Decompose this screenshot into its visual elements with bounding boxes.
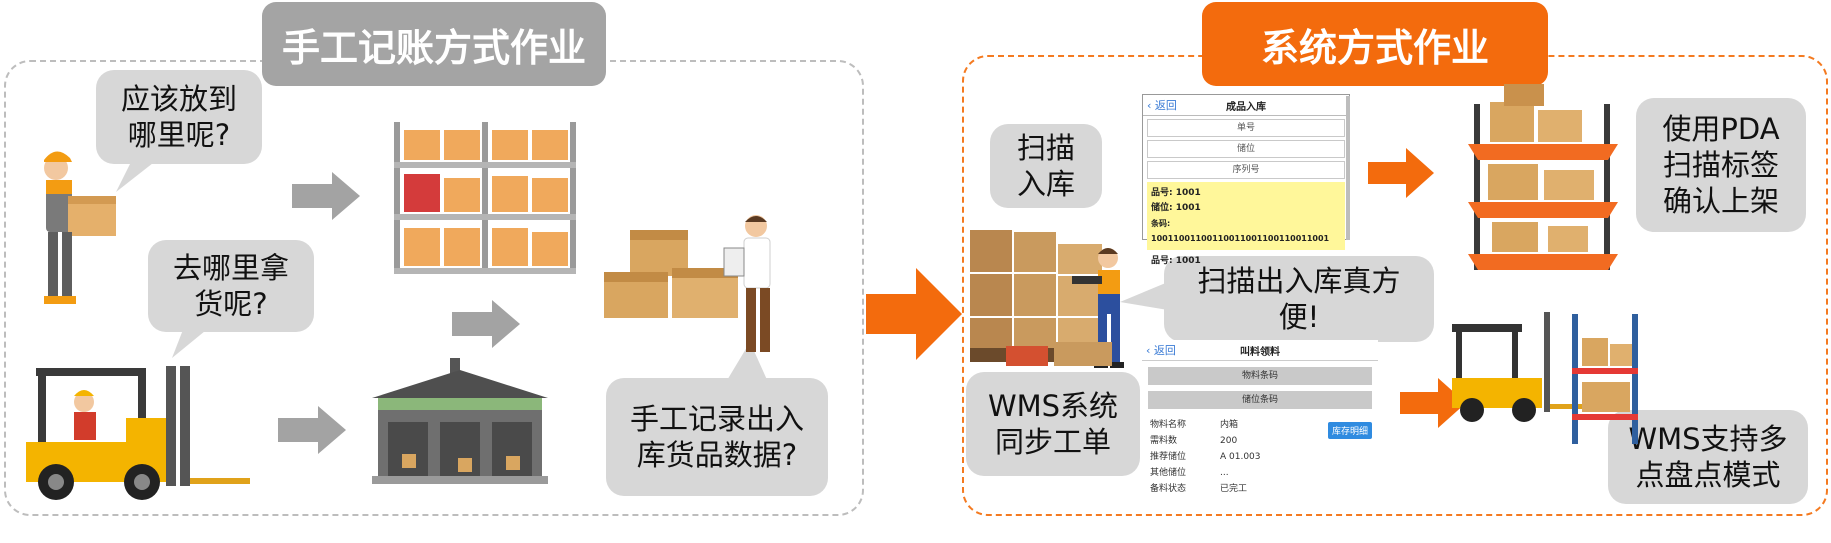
bubble-wms-multi: WMS支持多 点盘点模式 — [1608, 410, 1808, 504]
detail-row: 其他储位... — [1150, 468, 1229, 478]
location-barcode-field[interactable]: 储位条码 — [1148, 391, 1372, 409]
phone-title: 成品入库 — [1226, 101, 1266, 113]
worker-scanner-icon — [1072, 248, 1124, 368]
bubble-tail-icon — [116, 156, 162, 192]
worker-carrying-box-icon — [44, 151, 116, 304]
bubble-where-put: 应该放到 哪里呢? — [96, 70, 262, 164]
forklift-icon — [26, 366, 250, 500]
phone-header: ‹ 返回 成品入库 — [1143, 95, 1349, 116]
location-field[interactable]: 储位 — [1147, 140, 1345, 158]
back-button[interactable]: ‹ 返回 — [1146, 344, 1176, 357]
phone-title: 叫料领料 — [1240, 346, 1280, 358]
boxes-icon — [604, 230, 738, 318]
bubble-wms-sync: WMS系统 同步工单 — [966, 372, 1140, 476]
forklift-shelf-icon — [1452, 312, 1638, 444]
scrollbar[interactable] — [1346, 96, 1350, 240]
inventory-detail-button[interactable]: 库存明细 — [1328, 422, 1373, 439]
detail-row: 物料名称内箱 — [1150, 420, 1239, 430]
warehouse-icon — [372, 358, 548, 484]
material-barcode-field[interactable]: 物料条码 — [1148, 367, 1372, 385]
order-number-field[interactable]: 单号 — [1147, 119, 1345, 137]
big-arrow-right-icon — [866, 268, 962, 360]
bubble-where-get: 去哪里拿 货呢? — [148, 240, 314, 332]
small-pallet-icon — [1006, 342, 1112, 366]
arrow-right-icon — [1400, 378, 1466, 428]
phone-header: ‹ 返回 叫料领料 — [1142, 340, 1378, 361]
arrow-right-icon — [1368, 148, 1434, 198]
back-button[interactable]: ‹ 返回 — [1147, 99, 1177, 112]
bubble-scan-in: 扫描 入库 — [990, 124, 1102, 208]
serial-number-field[interactable]: 序列号 — [1147, 161, 1345, 179]
arrow-right-icon — [278, 406, 346, 454]
bubble-convenient: 扫描出入库真方 便! — [1164, 256, 1434, 342]
info-location: 储位: 1001 — [1151, 203, 1201, 213]
arrow-right-icon — [452, 300, 520, 348]
system-title: 系统方式作业 — [1202, 2, 1548, 86]
bubble-manual-record: 手工记录出入 库货品数据? — [606, 378, 828, 496]
manual-title: 手工记账方式作业 — [262, 2, 606, 86]
bubble-pda: 使用PDA 扫描标签 确认上架 — [1636, 98, 1806, 232]
shelf-icon — [394, 122, 576, 274]
scan-info-panel: 品号: 1001 储位: 1001 条码: 100110011001100110… — [1147, 182, 1345, 250]
footer-item-number: 品号: 1001 — [1151, 256, 1201, 266]
bubble-tail-icon — [172, 322, 216, 358]
info-item-number: 品号: 1001 — [1151, 188, 1201, 198]
worker-clipboard-icon — [723, 215, 771, 352]
bubble-tail-icon — [1120, 282, 1168, 310]
detail-row: 备料状态已完工 — [1150, 484, 1248, 494]
phone-inbound-screen: ‹ 返回 成品入库 单号 储位 序列号 品号: 1001 储位: 1001 条码… — [1142, 94, 1350, 266]
info-barcode: 条码: 10011001100110011001100110011001 — [1151, 219, 1330, 243]
arrow-right-icon — [292, 172, 360, 220]
orange-shelf-icon — [1468, 84, 1618, 270]
bubble-tail-icon — [726, 342, 768, 382]
